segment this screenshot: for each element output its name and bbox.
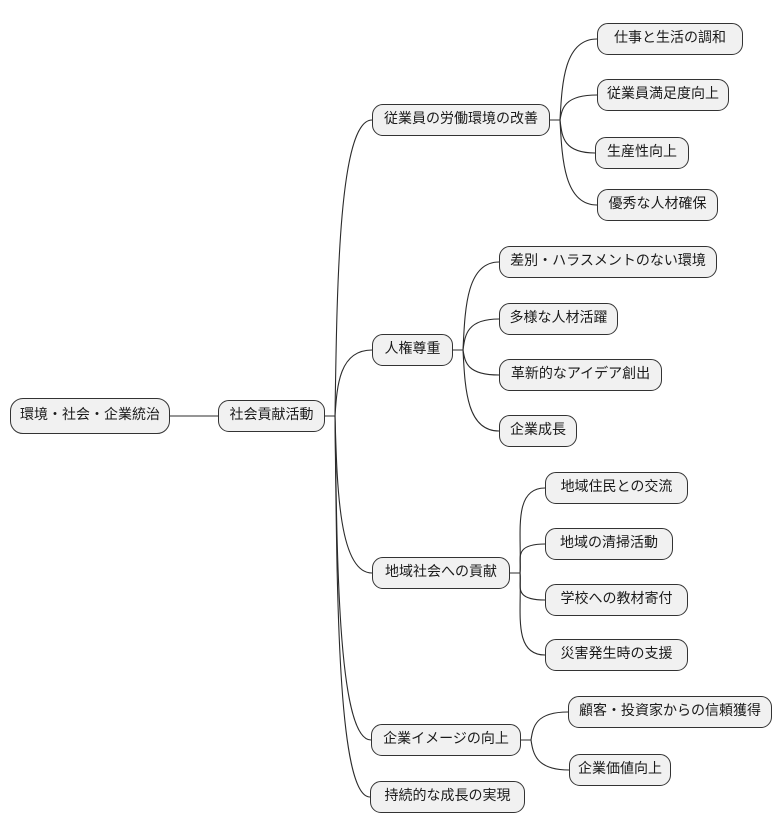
mindmap-node-branch: 企業イメージの向上 xyxy=(371,724,521,756)
mindmap-node-leaf: 地域の清掃活動 xyxy=(545,528,673,560)
mindmap-node-leaf: 災害発生時の支援 xyxy=(545,639,688,671)
mindmap-edge xyxy=(521,739,570,771)
mindmap-node-branch: 地域社会への貢献 xyxy=(372,557,510,589)
mindmap-edge xyxy=(521,711,569,741)
mindmap-node-leaf: 多様な人材活躍 xyxy=(499,303,618,335)
mindmap-edge xyxy=(453,349,500,376)
mindmap-node-leaf: 学校への教材寄付 xyxy=(545,584,688,616)
mindmap-edge xyxy=(510,572,546,601)
mindmap-edge xyxy=(453,349,500,432)
mindmap-node-main: 社会貢献活動 xyxy=(218,400,325,432)
mindmap-node-root: 環境・社会・企業統治 xyxy=(10,398,170,434)
mindmap-node-branch: 従業員の労働環境の改善 xyxy=(372,104,550,136)
mindmap-node-leaf: 差別・ハラスメントのない環境 xyxy=(499,246,717,278)
mindmap-node-leaf: 仕事と生活の調和 xyxy=(597,23,743,55)
mindmap-node-leaf: 企業価値向上 xyxy=(569,754,671,786)
mindmap-node-leaf: 顧客・投資家からの信頼獲得 xyxy=(568,696,772,728)
mindmap-edge xyxy=(325,119,373,417)
mindmap-edge xyxy=(453,261,500,351)
mindmap-edge xyxy=(325,415,373,574)
mindmap-edge xyxy=(453,318,500,351)
mindmap-edge xyxy=(550,38,598,121)
mindmap-edge xyxy=(550,94,598,121)
mindmap-node-leaf: 優秀な人材確保 xyxy=(597,189,718,221)
mindmap-node-leaf: 従業員満足度向上 xyxy=(597,79,729,111)
mindmap-edge xyxy=(550,119,596,154)
mindmap-edge xyxy=(510,487,546,574)
mindmap-edge xyxy=(510,572,546,656)
mindmap-node-leaf: 革新的なアイデア創出 xyxy=(499,359,662,391)
mindmap-node-branch: 持続的な成長の実現 xyxy=(370,781,525,813)
mindmap-edge xyxy=(510,543,546,574)
mindmap-edge xyxy=(325,349,373,417)
mindmap-node-leaf: 企業成長 xyxy=(499,415,577,447)
mindmap-node-leaf: 生産性向上 xyxy=(595,137,689,169)
mindmap-edge xyxy=(550,119,598,206)
mindmap-node-leaf: 地域住民との交流 xyxy=(545,472,688,504)
mindmap-edge xyxy=(325,415,372,741)
mindmap-edge xyxy=(325,415,371,798)
mindmap-node-branch: 人権尊重 xyxy=(372,334,453,366)
